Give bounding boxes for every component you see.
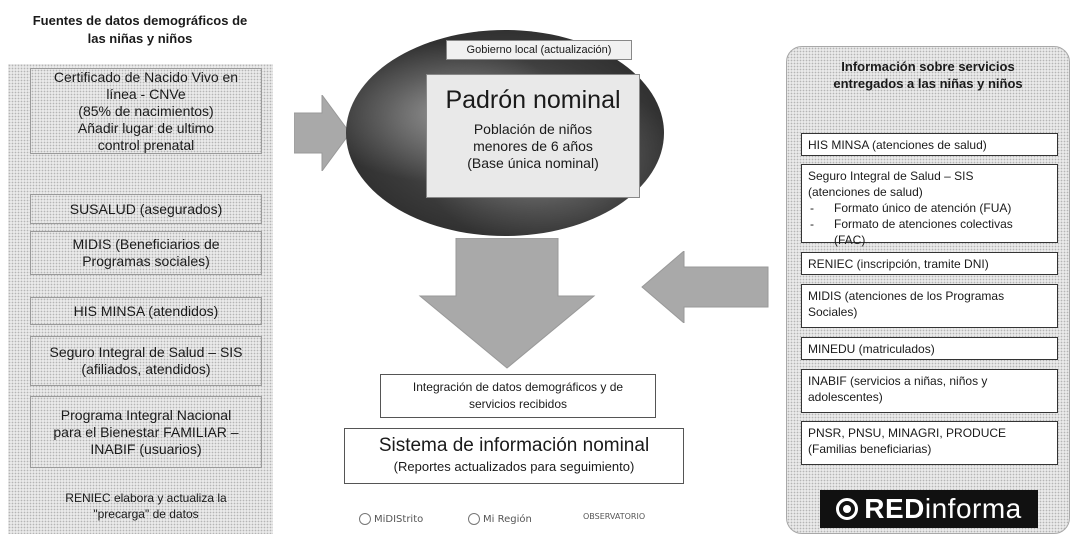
source-box-sis: Seguro Integral de Salud – SIS (afiliado… [30,336,262,386]
integration-box: Integración de datos demográficos y de s… [380,374,656,418]
arrow-right-icon [294,95,351,171]
padron-title: Padrón nominal [445,86,621,114]
padron-description: Población de niños menores de 6 años (Ba… [467,121,599,171]
right-column-title: Información sobre servicios entregados a… [833,59,1023,91]
observatorio-logo: OBSERVATORIO [583,513,645,521]
redinforma-brand-bold: RED [864,493,925,524]
list-item: Formato único de atención (FUA) [808,200,1051,216]
mi-region-logo-text: Mi Región [483,513,532,525]
source-box-cnve: Certificado de Nacido Vivo en línea - CN… [30,68,262,154]
source-box-susalud: SUSALUD (asegurados) [30,194,262,224]
service-box-sis-heading: Seguro Integral de Salud – SIS (atencion… [808,169,974,199]
source-box-midis: MIDIS (Beneficiarios de Programas social… [30,231,262,275]
mi-region-logo: Mi Región [468,513,532,525]
service-box-pnsr: PNSR, PNSU, MINAGRI, PRODUCE (Familias b… [801,421,1058,465]
service-box-reniec: RENIEC (inscripción, tramite DNI) [801,252,1058,275]
list-item: Formato de atenciones colectivas (FAC) [808,216,1051,248]
midistrito-logo-text: MiDIStrito [374,513,424,525]
sistema-informacion-box: Sistema de información nominal (Reportes… [344,428,684,484]
service-box-minedu: MINEDU (matriculados) [801,337,1058,360]
source-box-his-minsa: HIS MINSA (atendidos) [30,297,262,325]
sistema-subtitle: (Reportes actualizados para seguimiento) [393,459,635,474]
fac-item-text: Formato de atenciones colectivas (FAC) [834,217,1013,247]
sistema-title: Sistema de información nominal [378,435,650,456]
service-box-sis: Seguro Integral de Salud – SIS (atencion… [801,164,1058,247]
source-box-reniec: RENIEC elabora y actualiza la "precarga"… [65,491,227,521]
padron-nominal-box: Padrón nominal Población de niños menore… [426,74,640,198]
midistrito-logo-icon [359,513,371,525]
observatorio-logo-text: OBSERVATORIO [583,512,646,521]
gobierno-local-label: Gobierno local (actualización) [446,40,632,60]
redinforma-brand-rest: informa [924,493,1022,524]
source-box-inabif: Programa Integral Nacional para el Biene… [30,396,262,468]
fua-item-text: Formato único de atención (FUA) [834,201,1012,215]
arrow-left-icon [641,251,769,323]
demographic-sources-panel: Certificado de Nacido Vivo en línea - CN… [8,64,273,534]
mi-region-logo-icon [468,513,480,525]
service-box-inabif: INABIF (servicios a niñas, niños y adole… [801,369,1058,413]
left-column-title: Fuentes de datos demográficos de las niñ… [32,13,248,46]
service-box-his-minsa: HIS MINSA (atenciones de salud) [801,133,1058,156]
service-box-midis: MIDIS (atenciones de los Programas Socia… [801,284,1058,328]
midistrito-logo: MiDIStrito [359,513,423,525]
arrow-down-icon [418,238,596,369]
redinforma-logo-icon [836,498,859,520]
